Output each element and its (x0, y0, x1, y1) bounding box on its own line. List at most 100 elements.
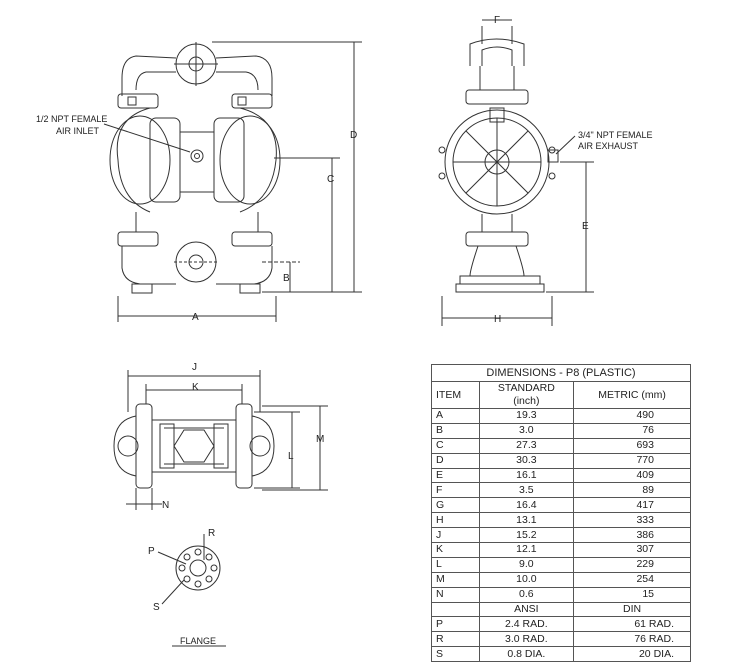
cell-din: 20 DIA. (573, 646, 691, 663)
dim-label-h: H (494, 314, 501, 325)
table-title: DIMENSIONS - P8 (PLASTIC) (431, 364, 691, 382)
dim-label-b: B (283, 273, 290, 284)
top-view (113, 370, 328, 510)
dim-label-j: J (192, 362, 197, 373)
cell-standard: 16.1 (478, 467, 575, 484)
dim-label-n: N (162, 500, 169, 511)
cell-item: B (431, 422, 480, 439)
flange-outer (175, 545, 221, 591)
cell-item: G (431, 497, 480, 514)
cell-standard: 9.0 (478, 556, 575, 573)
cell-item: L (431, 556, 480, 573)
cell-standard: 0.6 (478, 586, 575, 603)
flange-detail (157, 534, 226, 647)
cell-metric: 76 (573, 422, 691, 439)
cell-standard: 30.3 (478, 452, 575, 469)
cell-standard: 19.3 (478, 408, 575, 424)
cell-ansi: 0.8 DIA. (478, 646, 575, 663)
table-subheader-row: ANSI DIN (431, 601, 691, 618)
cell-standard: 13.1 (478, 512, 575, 529)
cell-standard: 27.3 (478, 437, 575, 454)
cell-item: M (431, 571, 480, 588)
cell-metric: 15 (573, 586, 691, 603)
dim-label-c: C (327, 174, 334, 185)
cell-item: H (431, 512, 480, 529)
front-view (103, 41, 362, 322)
cell-metric: 307 (573, 542, 691, 558)
cell-standard: 16.4 (478, 497, 575, 514)
cell-standard: 3.0 (478, 422, 575, 439)
col-header-metric: METRIC (mm) (573, 381, 691, 409)
cell-standard: 15.2 (478, 527, 575, 544)
air-inlet-label-line2: AIR INLET (56, 126, 100, 136)
cell-metric: 693 (573, 437, 691, 454)
cell-item: F (431, 482, 480, 499)
flange-bore (189, 559, 207, 577)
cell-item: C (431, 437, 480, 454)
subheader-ansi: ANSI (478, 601, 575, 618)
cell-ansi: 3.0 RAD. (478, 631, 575, 648)
cell-metric: 89 (573, 482, 691, 499)
dimensions-table: DIMENSIONS - P8 (PLASTIC) ITEM STANDARD … (431, 364, 691, 663)
dim-label-m: M (316, 434, 324, 445)
cell-standard: 10.0 (478, 571, 575, 588)
right-chamber (219, 115, 281, 205)
cell-item: D (431, 452, 480, 469)
cell-item: P (431, 616, 480, 633)
cell-metric: 770 (573, 452, 691, 469)
cell-metric: 386 (573, 527, 691, 544)
dim-label-s: S (153, 602, 160, 613)
cell-item: R (431, 631, 480, 648)
cell-item: E (431, 467, 480, 484)
cell-metric: 409 (573, 467, 691, 484)
dim-label-e: E (582, 221, 589, 232)
cell-metric: 333 (573, 512, 691, 529)
center-section (179, 131, 215, 193)
dim-label-d: D (350, 130, 357, 141)
dim-label-p: P (148, 546, 155, 557)
dim-label-a: A (192, 312, 199, 323)
col-header-standard: STANDARD (inch) (478, 381, 575, 409)
cell-metric: 490 (573, 408, 691, 424)
dim-label-r: R (208, 528, 215, 539)
air-inlet-port (190, 149, 204, 163)
dim-label-k: K (192, 382, 199, 393)
cell-item: J (431, 527, 480, 544)
cell-metric: 417 (573, 497, 691, 514)
subheader-item (431, 601, 480, 618)
cell-item: A (431, 408, 480, 424)
cell-standard: 3.5 (478, 482, 575, 499)
dim-label-f: F (494, 15, 500, 26)
cell-metric: 254 (573, 571, 691, 588)
dim-label-l: L (288, 451, 294, 462)
cell-standard: 12.1 (478, 542, 575, 558)
cell-item: N (431, 586, 480, 603)
air-exhaust-port (547, 149, 559, 163)
cell-metric: 229 (573, 556, 691, 573)
air-exhaust-label-line2: AIR EXHAUST (578, 141, 639, 151)
col-header-item: ITEM (431, 381, 480, 409)
left-chamber (109, 115, 171, 205)
cell-ansi: 2.4 RAD. (478, 616, 575, 633)
side-view (438, 19, 594, 326)
cell-din: 61 RAD. (573, 616, 691, 633)
cell-item: S (431, 646, 480, 663)
subheader-din: DIN (573, 601, 691, 618)
air-exhaust-label-line1: 3/4" NPT FEMALE (578, 130, 653, 140)
